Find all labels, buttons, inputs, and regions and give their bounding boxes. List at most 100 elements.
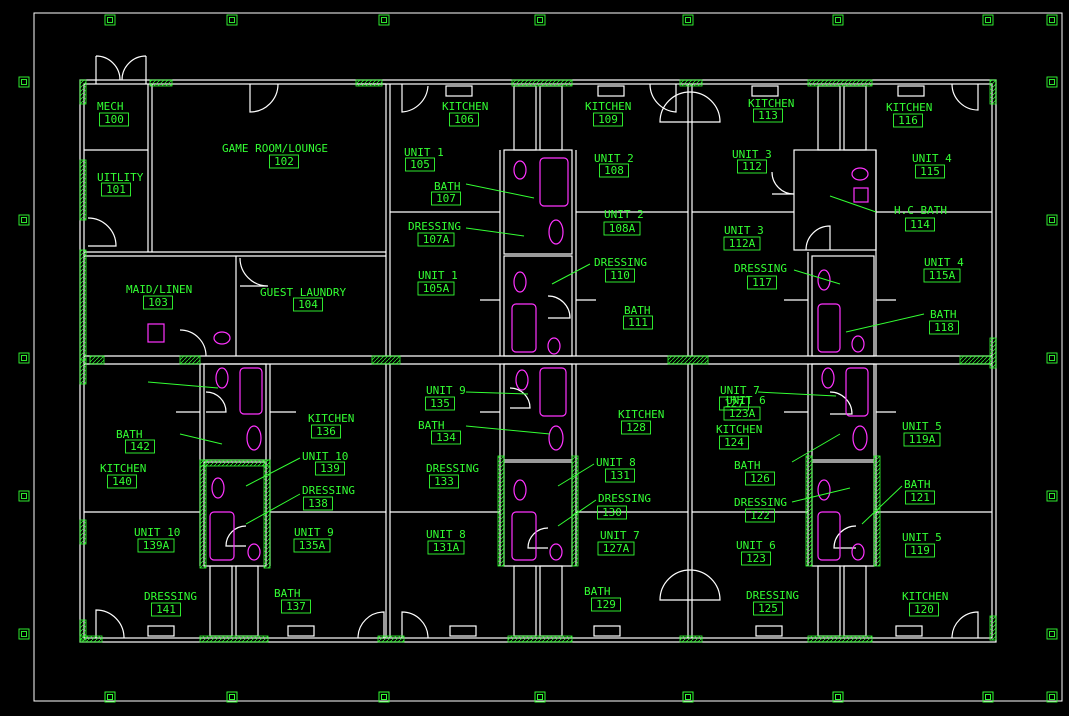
room-number: 117	[752, 276, 772, 289]
column-marker	[534, 691, 546, 703]
room-name: BATH	[734, 459, 761, 472]
room-number: 130	[602, 506, 622, 519]
room-name: H.C BATH	[894, 204, 947, 217]
room-name: UNIT 1	[404, 146, 444, 159]
room-number-box	[315, 461, 345, 476]
room-name: KITCHEN	[100, 462, 146, 475]
room-name: UNIT 2	[594, 152, 634, 165]
room-number: 126	[750, 472, 770, 485]
column-marker	[378, 691, 390, 703]
room-number-box	[593, 112, 623, 127]
column-marker	[378, 14, 390, 26]
column-marker-inner	[1049, 631, 1055, 637]
column-marker	[1046, 76, 1058, 88]
room-number-box	[915, 164, 945, 179]
room-number: 140	[112, 475, 132, 488]
room-name: KITCHEN	[748, 97, 794, 110]
column-marker-inner	[985, 17, 991, 23]
room-name: MECH	[97, 100, 124, 113]
room-name: UNIT 2	[604, 208, 644, 221]
room-number: 119	[910, 544, 930, 557]
room-number-box	[741, 551, 771, 566]
column-marker	[534, 14, 546, 26]
room-number: 118	[934, 321, 954, 334]
room-number: 122	[750, 509, 770, 522]
room-number: 127	[724, 397, 744, 410]
room-number-box	[303, 496, 333, 511]
room-number-box	[923, 268, 961, 283]
column-marker-inner	[21, 631, 27, 637]
room-number: 119A	[909, 433, 936, 446]
room-number-box	[311, 424, 341, 439]
room-name: DRESSING	[598, 492, 651, 505]
room-number: 137	[286, 600, 306, 613]
room-number: 138	[308, 497, 328, 510]
room-name: BATH	[584, 585, 611, 598]
room-number: 112	[742, 160, 762, 173]
column-marker-inner	[685, 694, 691, 700]
room-name: UITLITY	[97, 171, 144, 184]
column-marker	[1046, 691, 1058, 703]
room-number-box	[425, 396, 455, 411]
room-name: DRESSING	[734, 496, 787, 509]
room-number: 136	[316, 425, 336, 438]
room-name: UNIT 1	[418, 269, 458, 282]
room-number-box	[431, 191, 461, 206]
room-number: 100	[104, 113, 124, 126]
column-marker	[682, 14, 694, 26]
room-number: 139A	[143, 539, 170, 552]
room-number: 141	[156, 603, 176, 616]
room-number-box	[143, 295, 173, 310]
column-marker-inner	[537, 17, 543, 23]
room-name: UNIT 6	[736, 539, 776, 552]
room-number: 105	[410, 158, 430, 171]
room-number-box	[747, 275, 777, 290]
room-number-box	[745, 508, 775, 523]
room-number-box	[909, 602, 939, 617]
room-number-box	[99, 112, 129, 127]
room-number: 109	[598, 113, 618, 126]
room-number: 135A	[299, 539, 326, 552]
column-marker-inner	[229, 694, 235, 700]
column-marker	[682, 691, 694, 703]
room-name: UNIT 5	[902, 531, 942, 544]
room-number-box	[603, 221, 641, 236]
column-marker-inner	[1049, 694, 1055, 700]
column-marker	[18, 352, 30, 364]
room-number: 110	[610, 269, 630, 282]
room-number: 125	[758, 602, 778, 615]
room-number-box	[621, 420, 651, 435]
room-number: 131A	[433, 541, 460, 554]
room-number: 108A	[609, 222, 636, 235]
column-marker-inner	[1049, 355, 1055, 361]
room-number-box	[905, 217, 935, 232]
room-number-box	[597, 505, 627, 520]
column-marker	[226, 691, 238, 703]
column-marker	[104, 691, 116, 703]
column-marker-inner	[685, 694, 691, 700]
building-walls	[79, 55, 997, 643]
room-number: 128	[626, 421, 646, 434]
column-marker-inner	[985, 694, 991, 700]
room-name: KITCHEN	[716, 423, 762, 436]
